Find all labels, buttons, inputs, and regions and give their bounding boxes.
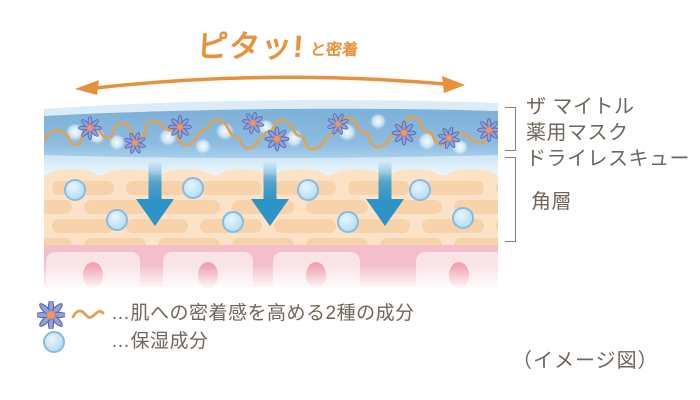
product-label-line3: ドライレスキュー bbox=[526, 148, 690, 170]
stratum-bracket bbox=[505, 157, 516, 242]
legend-moisture-text: …保湿成分 bbox=[111, 331, 209, 352]
image-disclaimer-note: （イメージ図） bbox=[512, 350, 659, 372]
moisture-dot-icon bbox=[64, 177, 474, 233]
product-label-line1: ザ マイトル bbox=[526, 96, 635, 118]
page-title: ピタッ! bbox=[195, 29, 306, 64]
mask-bracket bbox=[505, 107, 516, 151]
skin-cross-section-diagram bbox=[44, 100, 498, 290]
moisture-dot-icon bbox=[43, 331, 65, 353]
legend-adhesion-text: …肌への密着感を高める2種の成分 bbox=[111, 303, 415, 324]
star-icon bbox=[37, 301, 65, 329]
mask-layer bbox=[44, 100, 498, 158]
product-label-line2: 薬用マスク bbox=[526, 122, 629, 144]
page-subtitle: と密着 bbox=[309, 42, 359, 59]
double-headed-arrow-icon bbox=[75, 75, 465, 95]
header-title-row: ピタッ! と密着 bbox=[195, 29, 360, 64]
bottom-fade bbox=[44, 265, 498, 290]
down-arrow-icon bbox=[136, 161, 404, 226]
stratum-label: 角層 bbox=[531, 191, 572, 213]
squiggle-icon bbox=[71, 309, 105, 319]
